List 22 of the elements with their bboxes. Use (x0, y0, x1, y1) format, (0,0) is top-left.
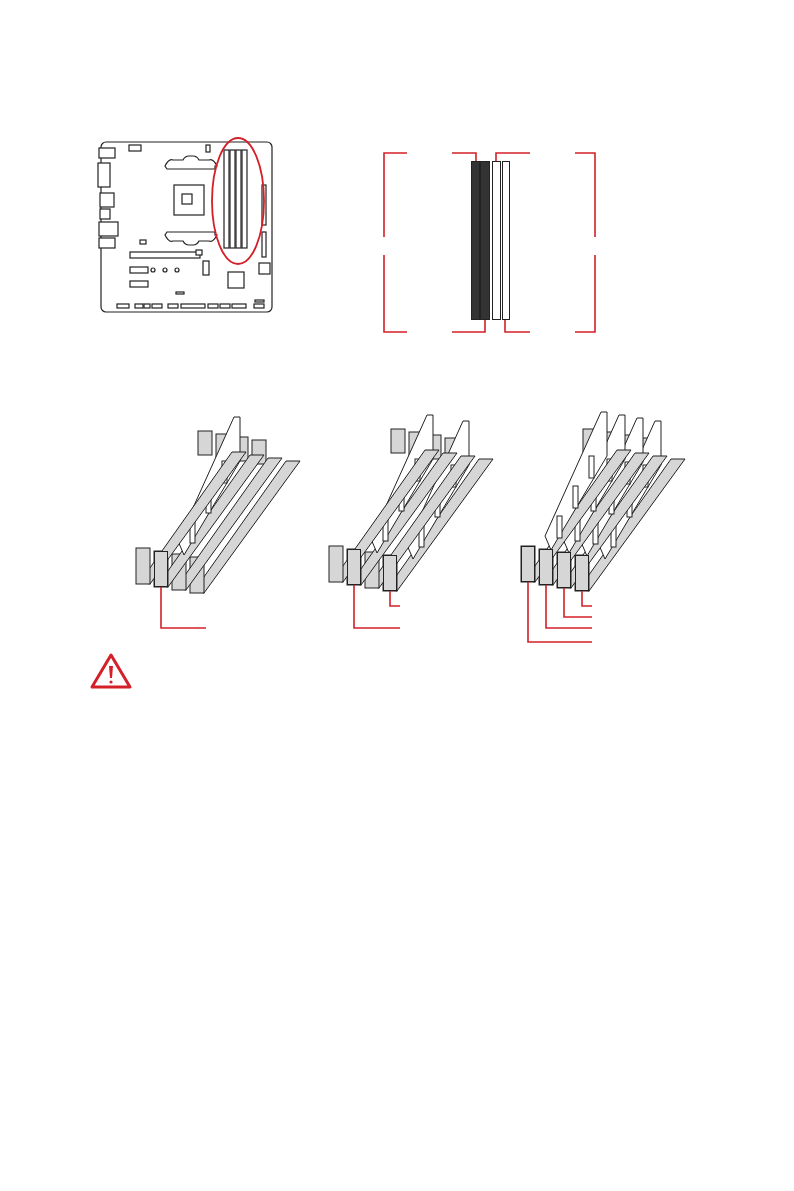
memory-slot (492, 161, 501, 320)
memory-slot-clip (575, 555, 589, 591)
leader-line (545, 584, 593, 629)
memory-slot (502, 161, 510, 320)
memory-slot-clip (521, 546, 535, 582)
leader-line (581, 590, 593, 607)
leader-line (451, 152, 477, 162)
leader-line (389, 590, 401, 607)
memory-slot-clip (154, 551, 168, 587)
leader-line (563, 587, 593, 618)
memory-slot-clip (383, 555, 397, 591)
memory-slot (480, 161, 490, 320)
memory-slot-clip (539, 549, 553, 585)
memory-slot-clip (557, 552, 571, 588)
leader-line (504, 319, 531, 333)
leader-line (160, 586, 207, 629)
memory-slot (471, 161, 480, 320)
leader-line (527, 581, 593, 643)
leader-line (353, 584, 401, 629)
memory-slot-clip (347, 549, 361, 585)
leader-line (451, 319, 486, 333)
leader-line (495, 152, 531, 162)
